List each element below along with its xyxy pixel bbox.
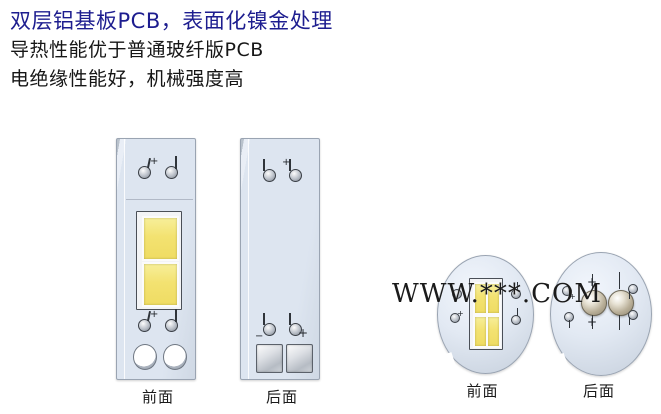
board-seam-line bbox=[126, 199, 193, 200]
dome-trace-bottom-left bbox=[592, 315, 594, 329]
round-back-pad-upper-right bbox=[628, 284, 638, 294]
board-rect-back: + − + 后面 bbox=[232, 138, 332, 410]
polarity-plus-top-left: + bbox=[150, 156, 159, 167]
round-led-frame bbox=[469, 278, 503, 350]
dome-polarity-plus-top: + bbox=[587, 275, 598, 289]
solder-pad-bottom-right bbox=[165, 319, 178, 332]
caption-rect-back: 后面 bbox=[265, 388, 298, 406]
back-pad-lead-top-right bbox=[289, 159, 291, 171]
back-solder-pad-bottom-right bbox=[289, 323, 302, 336]
solder-pad-top-right bbox=[165, 166, 178, 179]
round-back-lead-ur bbox=[629, 291, 631, 299]
pad-lead-bottom-right bbox=[175, 309, 177, 322]
led-emitter-frame bbox=[136, 211, 182, 310]
back-polarity-minus-bottom: − bbox=[255, 331, 264, 342]
back-solder-pad-bottom-left bbox=[263, 323, 276, 336]
dome-trace-top-right bbox=[619, 272, 621, 289]
board-round-back: + + + 后面 bbox=[540, 252, 658, 410]
headline-primary: 双层铝基板PCB，表面化镍金处理 bbox=[10, 9, 333, 33]
round-front-pad-upper-right bbox=[511, 289, 521, 299]
back-solder-pad-top-left bbox=[263, 169, 276, 182]
solder-pad-bottom-left bbox=[138, 319, 151, 332]
round-front-plus: + bbox=[457, 309, 464, 318]
solder-dome-left bbox=[581, 290, 607, 316]
mounting-hole-left bbox=[133, 344, 157, 370]
round-front-pad-upper-left bbox=[452, 289, 462, 299]
solder-pad-top-left bbox=[138, 166, 151, 179]
round-front-lead-lr bbox=[517, 308, 519, 316]
headline-block: 双层铝基板PCB，表面化镍金处理 导热性能优于普通玻纤版PCB 电绝缘性能好，机… bbox=[10, 6, 650, 94]
back-pad-lead-top-left bbox=[263, 159, 265, 171]
back-polarity-plus-top: + bbox=[282, 157, 291, 168]
back-pad-lead-bottom-left bbox=[263, 313, 265, 325]
round-back-lead-ll bbox=[569, 320, 571, 328]
dome-trace-bottom-right bbox=[619, 315, 621, 330]
site-watermark: WWW.***.COM bbox=[392, 279, 602, 309]
polarity-plus-bottom-left: + bbox=[150, 309, 159, 320]
square-pad-left bbox=[256, 344, 283, 373]
back-pad-lead-bottom-right bbox=[289, 313, 291, 325]
round-back-pad-lower-right bbox=[628, 310, 638, 320]
caption-rect-front: 前面 bbox=[141, 388, 174, 406]
round-led-chip-2 bbox=[486, 282, 501, 315]
dome-trace-top-left bbox=[592, 274, 594, 289]
round-led-chip-4 bbox=[486, 315, 501, 348]
pcb-body-rect-back: + − + bbox=[240, 138, 320, 380]
back-solder-pad-top-right bbox=[289, 169, 302, 182]
caption-round-front: 前面 bbox=[466, 382, 499, 400]
round-front-lead-ur bbox=[517, 282, 519, 290]
round-back-pad-upper-left bbox=[562, 286, 572, 296]
board-round-front: + 前面 bbox=[425, 255, 540, 410]
pad-lead-top-right bbox=[175, 156, 177, 169]
headline-tertiary: 电绝缘性能好，机械强度高 bbox=[10, 68, 245, 90]
led-chip-2 bbox=[142, 262, 179, 307]
board-rect-front: + + 前面 bbox=[108, 138, 208, 410]
back-polarity-plus-bottom: + bbox=[298, 326, 309, 340]
pcb-body-rect-front: + + bbox=[116, 138, 196, 380]
headline-secondary: 导热性能优于普通玻纤版PCB bbox=[10, 39, 264, 61]
round-front-pad-lower-left bbox=[450, 313, 460, 323]
led-chip-1 bbox=[142, 216, 179, 261]
square-pad-right bbox=[286, 344, 313, 373]
round-front-pad-lower-right bbox=[511, 315, 521, 325]
round-back-plus: + bbox=[569, 292, 576, 301]
mounting-hole-right bbox=[163, 344, 187, 370]
dome-polarity-plus-bottom: + bbox=[587, 315, 598, 329]
caption-round-back: 后面 bbox=[582, 382, 615, 400]
round-back-lead-lr bbox=[629, 317, 631, 325]
